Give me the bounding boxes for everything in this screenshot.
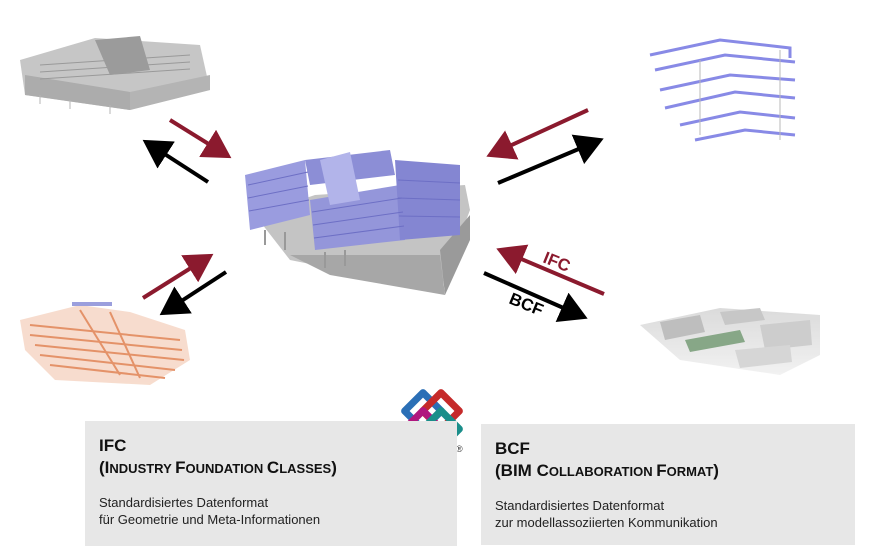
ifc-panel-description: Standardisiertes Datenformat für Geometr… bbox=[99, 495, 321, 527]
ifc-info-panel: IFC (INDUSTRY FOUNDATION CLASSES) Standa… bbox=[85, 421, 457, 546]
ifc-panel-subtitle: (INDUSTRY FOUNDATION CLASSES) bbox=[99, 458, 337, 477]
arrow-ifc-bottomright bbox=[496, 244, 605, 296]
orange-building-model bbox=[20, 302, 190, 385]
blue-wireframe-model bbox=[649, 38, 796, 142]
central-building-model bbox=[245, 150, 470, 295]
arrow-ifc-topleft-in bbox=[168, 118, 232, 159]
ifc-panel-title: IFC bbox=[99, 436, 127, 455]
bcf-panel-subtitle: (BIM COLLABORATION FORMAT) bbox=[495, 461, 719, 480]
registered-mark: ® bbox=[456, 444, 463, 454]
arrow-ifc-bottomleft-in bbox=[141, 253, 214, 300]
bcf-panel-title: BCF bbox=[495, 439, 530, 458]
bcf-info-panel: BCF (BIM COLLABORATION FORMAT) Standardi… bbox=[481, 424, 855, 545]
arrow-ifc-topleft-out bbox=[142, 139, 210, 184]
arrow-ifc-bottomleft-out bbox=[159, 270, 228, 316]
gray-building-model bbox=[20, 36, 210, 114]
ifc-arrow-label: IFC bbox=[541, 248, 574, 276]
arrow-ifc-topright-in bbox=[486, 108, 589, 160]
arrow-ifc-topright-out bbox=[497, 134, 604, 185]
bcf-arrow-label: BCF bbox=[507, 289, 547, 320]
arrow-bcf-bottomright bbox=[483, 271, 588, 322]
flat-site-model bbox=[640, 308, 820, 375]
bcf-panel-description: Standardisiertes Datenformat zur modella… bbox=[495, 498, 718, 530]
